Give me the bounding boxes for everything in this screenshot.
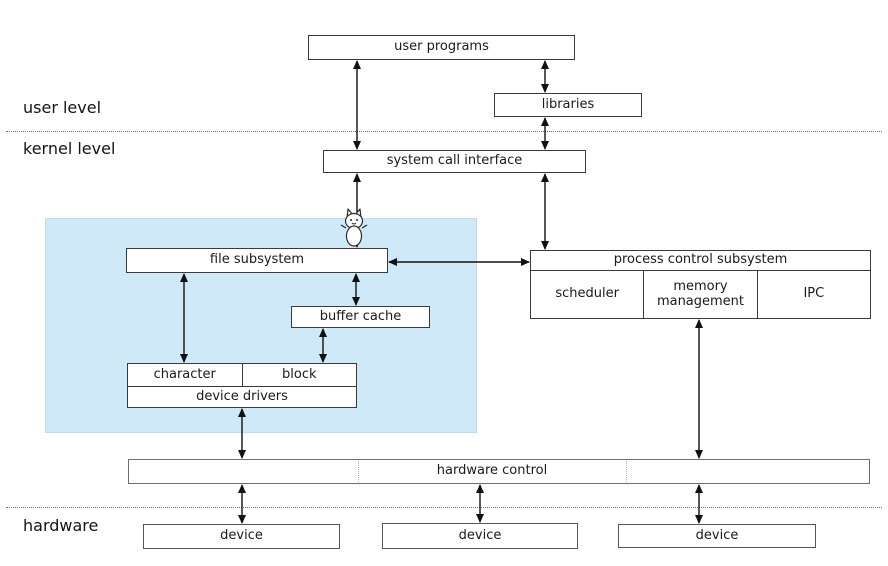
hardware-control-segment-divider (626, 461, 627, 482)
ipc-cell: IPC (756, 271, 870, 318)
memory-management-cell: memory management (643, 271, 756, 318)
device-drivers-label: device drivers (196, 388, 288, 404)
device-box-1: device (143, 524, 340, 549)
libraries-label: libraries (541, 96, 595, 112)
system-call-interface-box: system call interface (323, 150, 586, 173)
hardware-control-segment-divider (358, 461, 359, 482)
character-label: character (153, 366, 216, 382)
hardware-control-label: hardware control (436, 463, 548, 479)
block-label: block (282, 366, 317, 382)
user-programs-label: user programs (394, 39, 489, 55)
file-subsystem-label: file subsystem (209, 252, 305, 268)
process-control-subsystem-label: process control subsystem (613, 252, 788, 268)
ipc-label: IPC (803, 286, 825, 302)
file-subsystem-box: file subsystem (126, 248, 388, 273)
driver-type-row: character block (128, 364, 356, 387)
device-1-label: device (220, 528, 263, 544)
process-control-subsystem-box: process control subsystem scheduler memo… (530, 250, 871, 319)
block-cell: block (241, 364, 357, 386)
cat-cursor-icon (340, 208, 368, 247)
hardware-control-bar: hardware control (128, 459, 870, 484)
user-programs-box: user programs (308, 35, 575, 60)
device-box-2: device (382, 523, 578, 549)
hardware-control-label-wrap: hardware control (358, 460, 626, 483)
character-cell: character (128, 364, 242, 386)
process-control-subsystem-header: process control subsystem (531, 251, 870, 271)
device-drivers-table: character block device drivers (127, 363, 357, 408)
system-call-interface-label: system call interface (386, 153, 523, 169)
label-user-level: user level (23, 98, 102, 117)
user-kernel-divider (6, 131, 882, 132)
buffer-cache-box: buffer cache (291, 306, 430, 328)
kernel-hardware-divider (6, 507, 882, 508)
label-hardware: hardware (23, 516, 99, 535)
process-control-subsystem-row: scheduler memory management IPC (531, 271, 870, 318)
device-drivers-cell: device drivers (128, 387, 356, 407)
memory-management-label: memory management (656, 278, 745, 309)
label-kernel-level: kernel level (23, 139, 116, 158)
scheduler-cell: scheduler (531, 271, 643, 318)
libraries-box: libraries (494, 93, 642, 117)
device-3-label: device (695, 527, 739, 543)
device-box-3: device (618, 524, 816, 548)
buffer-cache-label: buffer cache (319, 308, 402, 324)
device-2-label: device (458, 527, 502, 543)
scheduler-label: scheduler (555, 286, 619, 302)
